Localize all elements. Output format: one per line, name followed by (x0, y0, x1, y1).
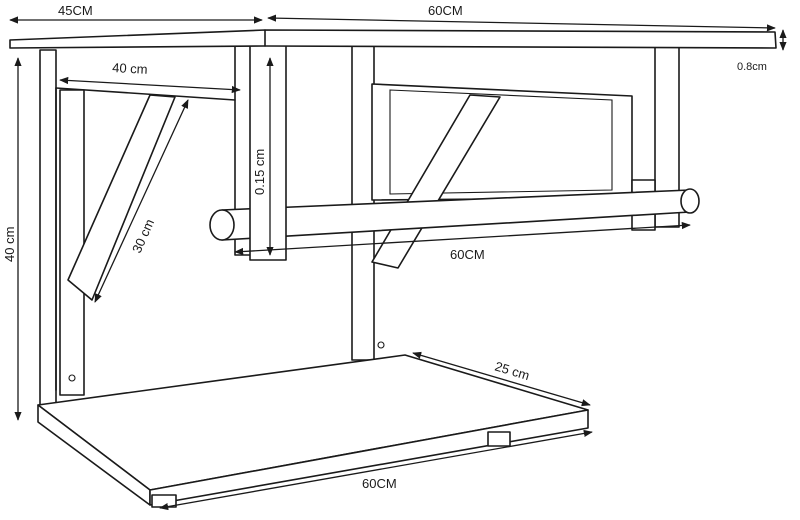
top-board-surface (9, 29, 777, 49)
dim-brace (94, 99, 189, 303)
label-total-height: 40 cm (2, 227, 17, 262)
screw-hole-left (68, 374, 76, 382)
right-back-post (351, 39, 375, 361)
rod-end-right (680, 188, 700, 214)
screw-hole-right (377, 341, 385, 349)
left-back-post (39, 49, 57, 421)
dim-lower-width (159, 429, 593, 511)
right-panel-inset (389, 89, 613, 195)
label-top-width: 60CM (428, 3, 463, 18)
label-brace: 30 cm (129, 217, 157, 255)
top-board (9, 29, 777, 49)
dim-upper-inner (59, 76, 241, 94)
label-rod: 60CM (450, 247, 485, 262)
lower-shelf (37, 354, 589, 508)
lower-shelf-foot-right (487, 431, 511, 447)
rod-end-left (209, 209, 235, 241)
label-upper-inner: 40 cm (112, 60, 148, 77)
left-upright (59, 89, 85, 396)
label-lower-width: 60CM (362, 476, 397, 491)
label-top-depth: 45CM (58, 3, 93, 18)
dim-lower-depth (412, 351, 591, 407)
dim-top-width (267, 14, 776, 32)
label-lower-depth: 25 cm (493, 359, 531, 384)
label-top-thickness: 0.8cm (737, 61, 767, 73)
right-back-panel (371, 83, 633, 201)
dim-rod (234, 221, 691, 256)
dimension-lines (9, 14, 787, 511)
label-post: 0.15 cm (252, 149, 267, 195)
